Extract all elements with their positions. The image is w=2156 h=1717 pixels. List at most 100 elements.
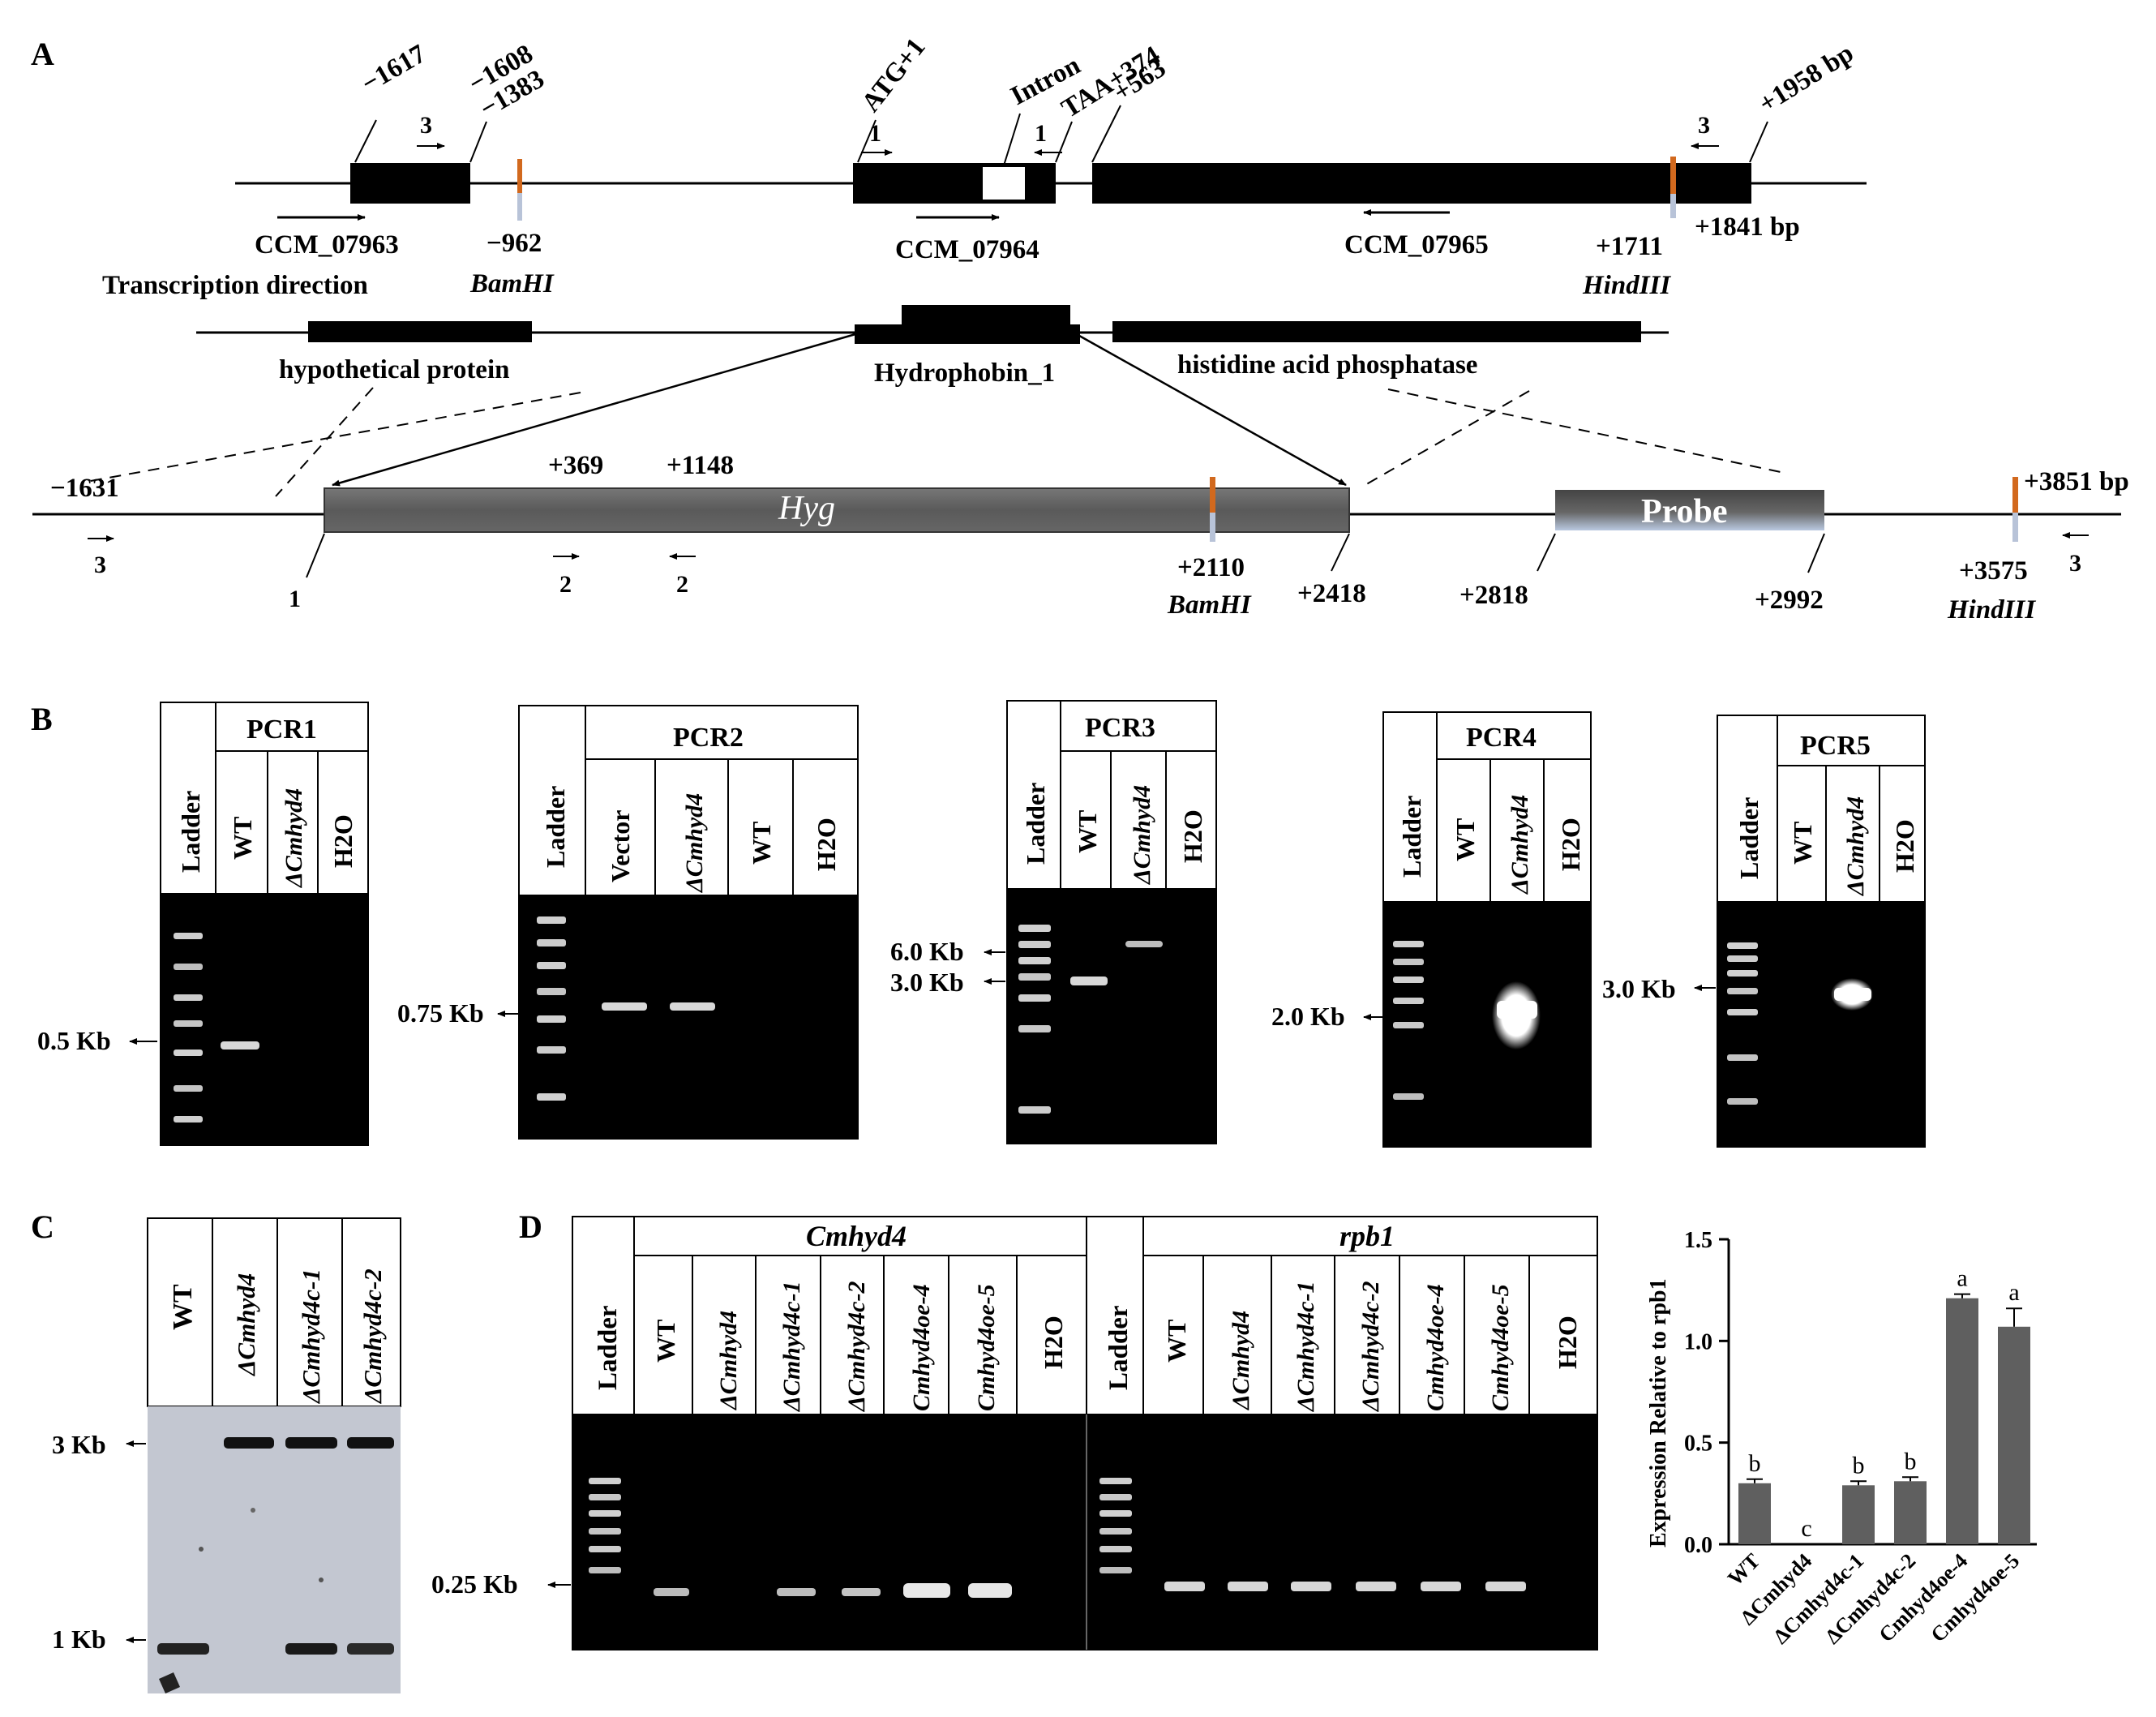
leader-2418 [1331,533,1350,572]
gel4-ladder: Ladder [1397,796,1426,878]
primer-1-label-row3: 1 [289,586,301,612]
probe-block [1555,490,1824,530]
d2-lane-h2o: H2O [1553,1316,1582,1369]
bar [1738,1483,1771,1544]
leader-563 [1091,105,1121,163]
d2-lane-dcmhyd4: ΔCmhyd4 [1228,1311,1254,1410]
d1-lane-c1: ΔCmhyd4c-1 [778,1281,805,1412]
bar [1842,1485,1875,1544]
dash-right-2 [1387,388,1781,473]
gel5-lane-wt: WT [1788,822,1817,865]
label-transcription-direction: Transcription direction [102,271,368,300]
significance-letter: a [2008,1279,2019,1306]
gel-pcr3: PCR3 Ladder WT ΔCmhyd4 H2O 6.0 Kb 3.0 Kb [890,700,1217,1144]
label-p3851: +3851 bp [2024,467,2129,496]
gel1-title: PCR1 [246,715,317,745]
primer-3-label-row3-right: 3 [2069,550,2081,577]
gel1-lane-h2o: H2O [328,814,358,868]
gel1-lane-wt: WT [228,817,257,860]
gel5-title: PCR5 [1800,731,1871,761]
label-bamhi-row3: BamHI [1167,590,1252,620]
label-p3575: +3575 [1959,556,2028,586]
hindiii-site-row3 [2012,477,2018,513]
gel2-lane-wt: WT [747,822,776,865]
d1-lane-oe5: Cmhyd4oe-5 [973,1284,1000,1411]
d1-lane-h2o: H2O [1039,1316,1068,1369]
label-probe: Probe [1641,493,1728,530]
d2-lane-c1: ΔCmhyd4c-1 [1292,1281,1319,1412]
gene2-label: rpb1 [1339,1220,1395,1252]
leader-2992 [1807,533,1825,573]
significance-letter: b [1749,1450,1761,1477]
leader-1383 [469,121,487,163]
label-m1617: −1617 [357,39,431,99]
gel1-lane-dcmhyd4: ΔCmhyd4 [281,788,307,888]
leader-2818 [1537,533,1556,572]
label-hindiii-row1: HindIII [1582,271,1671,300]
gel4-title: PCR4 [1466,723,1537,753]
y-tick-label: 0.0 [1684,1533,1712,1558]
y-tick-label: 1.5 [1684,1228,1712,1253]
d2-lane-oe5: Cmhyd4oe-5 [1487,1284,1514,1411]
domain-hydrophobin [902,305,1070,341]
d1-lane-oe4: Cmhyd4oe-4 [908,1284,935,1411]
bar [1998,1326,2030,1544]
gel1-size: 0.5 Kb [37,1026,111,1055]
gel5-ladder: Ladder [1734,797,1764,879]
gel2-size: 0.75 Kb [397,998,484,1028]
d2-lane-oe4: Cmhyd4oe-4 [1422,1284,1449,1411]
y-tick-label: 0.5 [1684,1432,1712,1457]
gel2-lane-vector: Vector [606,810,635,882]
dash-right-1 [1361,390,1530,487]
y-tick-label: 1.0 [1684,1329,1712,1354]
y-axis-label: Expression Relative to rpb1 [1646,1278,1671,1547]
domain-histidine [1112,321,1641,342]
gel2-lane-h2o: H2O [812,818,841,871]
gene-block-ccm63 [350,163,470,204]
label-p1958: +1958 bp [1754,38,1858,118]
gel3-title: PCR3 [1085,713,1155,743]
southern-blot: WT ΔCmhyd4 ΔCmhyd4c-1 ΔCmhyd4c-2 3 Kb 1 … [52,1217,401,1693]
bar [1946,1298,1978,1544]
d1-lane-wt: WT [651,1320,680,1363]
intron-block [983,167,1025,200]
gel-pcr1: PCR1 Ladder WT ΔCmhyd4 H2O 0.5 Kb [37,702,369,1146]
d1-lane-dcmhyd4: ΔCmhyd4 [715,1311,742,1410]
label-m962: −962 [486,229,542,258]
label-p2110: +2110 [1177,553,1245,582]
label-hydrophobin: Hydrophobin_1 [874,358,1055,388]
gel4-lane-wt: WT [1451,818,1480,861]
gel5-lane-h2o: H2O [1890,819,1919,873]
dash-left-2 [85,392,581,483]
panel-letter-c: C [31,1208,54,1245]
label-p1711: +1711 [1596,232,1663,261]
primer-1-label-r: 1 [1035,120,1047,147]
rtpcr-gel: Cmhyd4 rpb1 Ladder Ladder WT ΔCmhyd4 ΔCm… [431,1216,1598,1650]
blot-lane-c1: ΔCmhyd4c-1 [297,1268,325,1405]
gel3-lane-dcmhyd4: ΔCmhyd4 [1129,785,1155,885]
category-label: WT [1723,1549,1764,1590]
label-hyg: Hyg [778,490,835,527]
dash-left-1 [275,387,374,497]
primer-2-label-f: 2 [559,571,572,598]
gel2-title: PCR2 [673,723,744,753]
rtpcr-size: 0.25 Kb [431,1569,518,1599]
gel2-ladder: Ladder [541,786,570,868]
label-ccm65: CCM_07965 [1344,230,1489,260]
leader-atg [857,119,877,163]
leader-1958 [1749,121,1768,163]
label-p1148: +1148 [667,451,734,480]
gel3-size: 6.0 Kb [890,937,964,966]
gel3-lane-h2o: H2O [1178,809,1207,863]
gel1-ladder: Ladder [176,791,205,873]
bamhi-site-row3 [1210,477,1215,513]
gel-pcr5: PCR5 Ladder WT ΔCmhyd4 H2O 3.0 Kb [1602,715,1926,1148]
gel3-ladder: Ladder [1021,783,1050,865]
label-ccm63: CCM_07963 [255,230,399,260]
label-p2818: +2818 [1459,581,1528,610]
gel-pcr2: PCR2 Ladder Vector ΔCmhyd4 WT H2O 0.75 K… [397,705,859,1140]
bamhi-site-row3-low [1210,513,1215,542]
label-p369: +369 [548,451,603,480]
label-bamhi-row1: BamHI [469,269,555,298]
